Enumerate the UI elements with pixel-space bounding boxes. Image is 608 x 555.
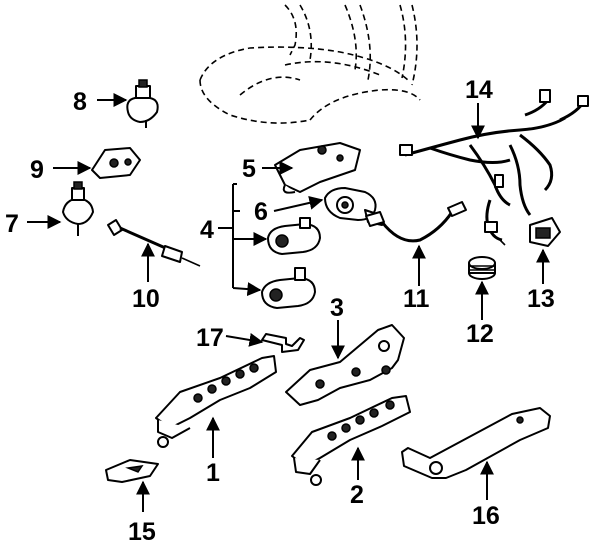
callout-6: 6: [254, 198, 268, 226]
callout-9: 9: [30, 156, 44, 184]
part-15-cover: [105, 459, 159, 483]
part-2-track: [291, 395, 411, 486]
part-4-motor-upper: [267, 217, 321, 255]
part-5-bracket: [274, 142, 361, 194]
callout-11: 11: [403, 285, 430, 313]
part-9-bracket: [91, 147, 141, 179]
part-3-track: [285, 324, 405, 406]
callout-2: 2: [350, 481, 364, 509]
part-7-knob: [62, 181, 94, 236]
callout-7: 7: [5, 210, 19, 238]
part-13-connector: [529, 217, 561, 247]
callout-3: 3: [330, 294, 344, 322]
callout-5: 5: [242, 155, 256, 183]
part-11-cable: [365, 201, 467, 243]
callout-16: 16: [472, 502, 500, 530]
seat-cushion-outline: [199, 4, 421, 124]
callout-8: 8: [73, 88, 87, 116]
part-8-knob: [126, 79, 159, 128]
callout-10: 10: [132, 285, 160, 313]
callout-14: 14: [465, 76, 493, 104]
leader-lines: [27, 93, 550, 512]
callout-4: 4: [200, 216, 214, 244]
callout-labels: 14 8 9 7 10 5 6 4 11 12 13 17 3 1 2 15 1…: [5, 76, 555, 546]
part-1-track: [155, 355, 277, 448]
callout-13: 13: [527, 285, 555, 313]
part-4-motor-lower: [261, 267, 316, 309]
callout-15: 15: [128, 518, 156, 546]
callout-1: 1: [206, 459, 220, 487]
part-12-bushing: [468, 256, 496, 280]
callout-12: 12: [466, 320, 494, 348]
part-10-cable: [107, 219, 201, 267]
part-17-clip: [261, 333, 305, 353]
part-14-harness: [399, 89, 589, 246]
callout-17: 17: [196, 324, 224, 352]
part-16-rail: [401, 407, 551, 479]
